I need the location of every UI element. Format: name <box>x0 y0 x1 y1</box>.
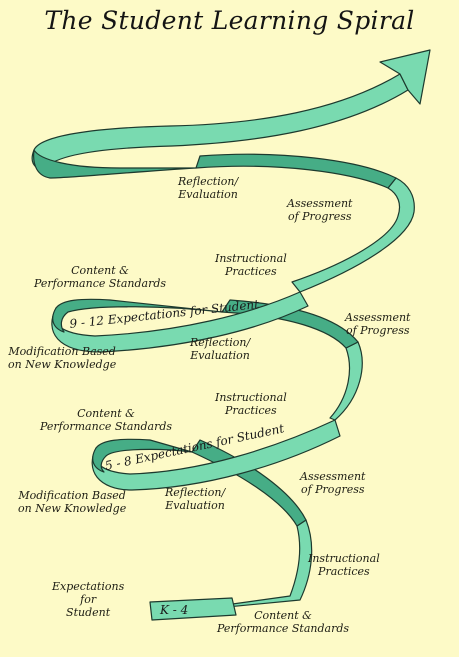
top-content-label: Content & Performance Standards <box>34 264 166 290</box>
middle-assessment-label: Assessment of Progress <box>345 311 410 337</box>
bottom-modification-label: Modification Based on New Knowledge <box>18 489 126 515</box>
bottom-assessment-label: Assessment of Progress <box>300 470 365 496</box>
middle-reflection-label: Reflection/ Evaluation <box>190 336 250 362</box>
band-k4-label: K - 4 <box>159 603 188 617</box>
bottom-instructional-label: Instructional Practices <box>308 552 380 578</box>
bottom-expectations-label: Expectations for Student <box>52 580 124 619</box>
ribbon-rise-upper <box>292 178 414 292</box>
top-reflection-label: Reflection/ Evaluation <box>178 175 238 201</box>
top-instructional-label: Instructional Practices <box>215 252 287 278</box>
ribbon-bottom-rise <box>175 520 312 612</box>
ribbon-rise-middle <box>330 342 362 420</box>
top-assessment-label: Assessment of Progress <box>287 197 352 223</box>
middle-instructional-label: Instructional Practices <box>215 391 287 417</box>
bottom-content-label: Content & Performance Standards <box>217 609 349 635</box>
bottom-reflection-label: Reflection/ Evaluation <box>165 486 225 512</box>
middle-modification-label: Modification Based on New Knowledge <box>8 345 116 371</box>
middle-content-label: Content & Performance Standards <box>40 407 172 433</box>
